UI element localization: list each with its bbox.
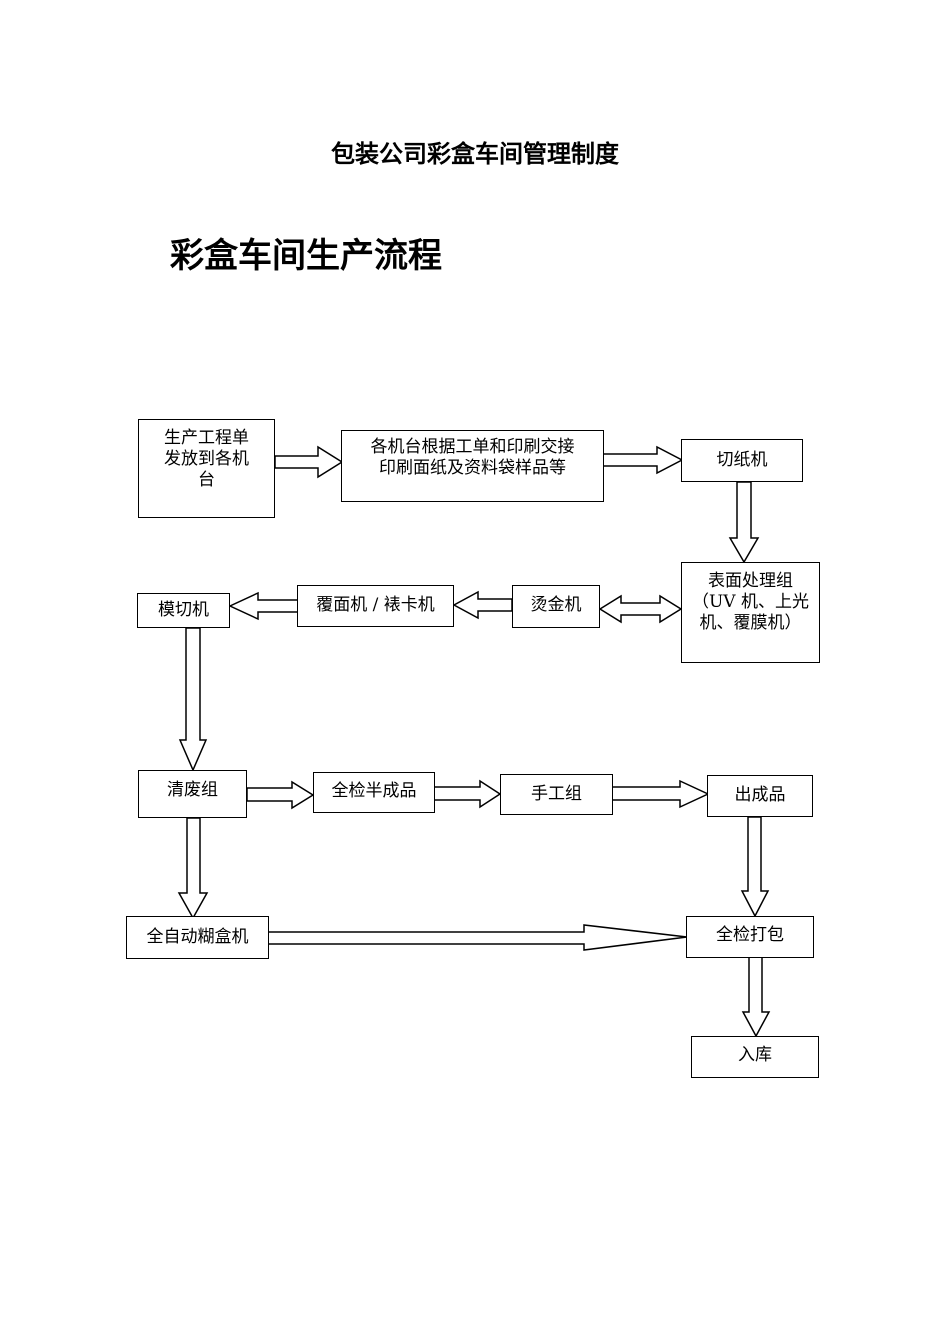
arrow-pack-to-warehouse	[741, 956, 771, 1038]
node-paper-cutter-label: 切纸机	[716, 450, 768, 470]
node-hot-stamping: 烫金机	[512, 585, 600, 628]
node-laminating: 覆面机 / 裱卡机	[297, 585, 454, 627]
node-warehousing: 入库	[691, 1036, 819, 1078]
node-paper-cutter: 切纸机	[681, 439, 803, 482]
node-semi-inspection-label: 全检半成品	[331, 781, 417, 801]
node-manual-group-label: 手工组	[531, 784, 582, 804]
node-machine-station: 各机台根据工单和印刷交接 印刷面纸及资料袋样品等	[341, 430, 604, 502]
node-auto-gluing: 全自动糊盒机	[126, 916, 269, 959]
node-work-order-label: 生产工程单 发放到各机 台	[164, 428, 249, 490]
node-manual-group: 手工组	[500, 774, 613, 815]
arrow-waste-to-semi	[246, 780, 315, 810]
arrow-diecut-to-waste	[178, 627, 208, 772]
arrow-station-to-cutter	[602, 445, 684, 475]
document-title: 包装公司彩盒车间管理制度	[331, 140, 619, 168]
arrow-output-to-pack	[740, 816, 770, 918]
node-warehousing-label: 入库	[738, 1045, 772, 1065]
node-finished-output-label: 出成品	[734, 785, 786, 805]
node-laminating-label: 覆面机 / 裱卡机	[316, 595, 435, 615]
node-hot-stamping-label: 烫金机	[530, 595, 582, 615]
arrow-waste-to-gluing	[177, 817, 209, 920]
node-work-order: 生产工程单 发放到各机 台	[138, 419, 275, 518]
node-inspect-pack-label: 全检打包	[716, 925, 784, 945]
arrow-laminating-to-diecut	[228, 591, 299, 621]
node-finished-output: 出成品	[707, 775, 813, 817]
node-die-cutting: 模切机	[137, 593, 230, 628]
node-semi-inspection: 全检半成品	[313, 772, 435, 813]
node-machine-station-label: 各机台根据工单和印刷交接 印刷面纸及资料袋样品等	[370, 437, 575, 478]
arrow-workorder-to-station	[274, 445, 344, 479]
node-die-cutting-label: 模切机	[158, 600, 209, 620]
arrow-gluing-to-pack	[267, 924, 688, 951]
node-waste-clearing: 清废组	[138, 770, 247, 818]
node-waste-clearing-label: 清废组	[167, 780, 218, 800]
node-surface-treatment: 表面处理组 （UV 机、上光 机、覆膜机）	[681, 562, 820, 663]
section-title: 彩盒车间生产流程	[170, 236, 442, 276]
arrow-manual-to-output	[611, 779, 710, 809]
arrow-hotstamp-to-laminating	[452, 590, 513, 620]
arrow-cutter-to-surface	[728, 481, 760, 564]
arrow-hotstamp-surface-bidirectional	[598, 594, 683, 624]
node-surface-treatment-label: 表面处理组 （UV 机、上光 机、覆膜机）	[691, 571, 809, 633]
node-auto-gluing-label: 全自动糊盒机	[146, 927, 249, 947]
node-inspect-pack: 全检打包	[686, 916, 814, 958]
arrow-semi-to-manual	[433, 779, 502, 809]
